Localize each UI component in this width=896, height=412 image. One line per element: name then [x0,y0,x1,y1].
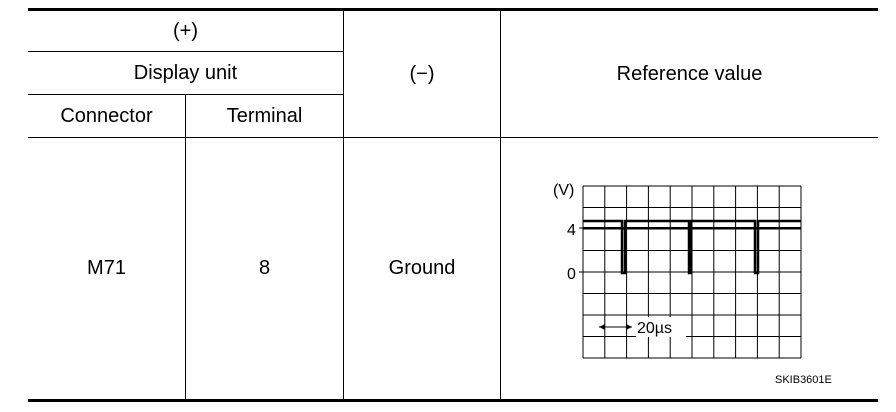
cell-ground: Ground [388,257,456,279]
header-bottom-border [28,137,878,138]
oscilloscope-waveform: (V) 4 0 20µs [553,182,802,359]
table-top-border [28,8,878,11]
col-divider-reference [500,10,501,400]
header-terminal: Terminal [226,104,303,127]
cell-connector: M71 [87,257,126,279]
time-scale-label: 20µs [637,320,672,337]
y-tick-4: 4 [567,222,576,239]
y-tick-0: 0 [567,266,576,283]
header-reference-value: Reference value [616,62,763,85]
square-wave-trace [583,219,801,275]
header-plus: (+) [173,19,198,42]
table-bottom-border [28,399,878,402]
header-connector: Connector [60,104,153,127]
col-divider-minus [343,10,344,400]
specification-table: (+) Display unit Connector Terminal (−) … [28,0,878,412]
header-divider-plus [28,51,343,52]
header-minus: (−) [409,62,435,85]
header-display-unit: Display unit [133,61,238,84]
cell-terminal: 8 [258,257,271,279]
unit-label: (V) [553,182,574,199]
figure-code: SKIB3601E [775,374,832,386]
col-divider-connector [185,94,186,400]
time-scale-marker [599,324,632,330]
